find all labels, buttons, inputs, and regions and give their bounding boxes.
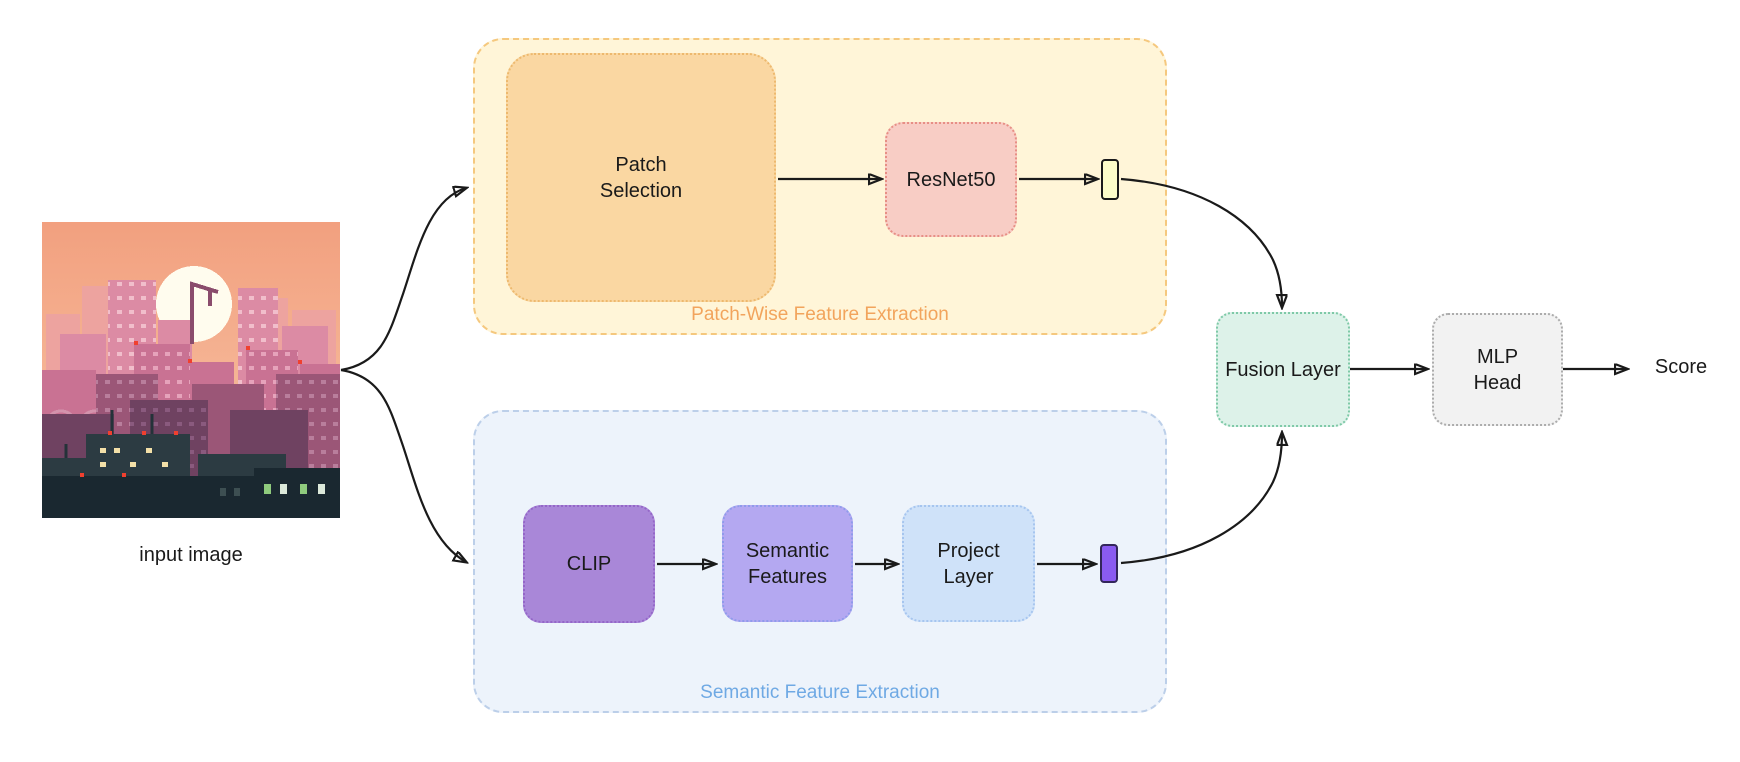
patch-selection-label: Patch Selection [599,153,683,202]
arrow-input-to-semantic-branch [340,368,466,562]
fusion-layer-label: Fusion Layer [1225,358,1341,381]
patch-feature-token [1101,159,1119,200]
semantic-features-node: Semantic Features [722,505,853,622]
semantic-features-label: Semantic Features [745,539,830,588]
resnet50-node: ResNet50 [885,122,1017,237]
resnet50-label: ResNet50 [906,168,996,191]
arrow-input-to-patch-branch [340,188,466,372]
crane [190,281,219,344]
clip-node: CLIP [523,505,655,623]
project-layer-label: Project Layer [937,539,1000,588]
input-image-caption: input image [139,544,243,566]
patch-branch-caption: Patch-Wise Feature Extraction [691,304,949,325]
clip-label: CLIP [566,553,612,575]
mlp-head-node: MLP Head [1432,313,1563,426]
patch-selection-node: Patch Selection [506,53,776,302]
mlp-head-label: MLP Head [1473,345,1522,394]
lit-windows [100,448,168,467]
score-label: Score [1654,356,1708,378]
semantic-feature-token [1100,544,1118,583]
input-image [42,222,340,518]
project-layer-node: Project Layer [902,505,1035,622]
fusion-layer-node: Fusion Layer [1216,312,1350,427]
semantic-branch-caption: Semantic Feature Extraction [700,682,940,703]
green-windows [220,484,325,496]
red-lights [80,341,302,477]
antennas [64,410,154,458]
